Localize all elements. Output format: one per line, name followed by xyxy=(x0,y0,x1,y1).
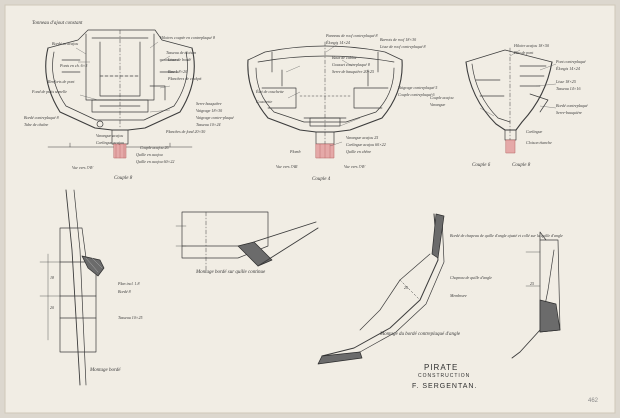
view-direction: Vue vers l'AV xyxy=(344,164,366,169)
note: Hiloires coupée en contreplaqué 8 xyxy=(160,35,216,40)
sheet-number: 462 xyxy=(588,398,599,404)
note: Quille en chêne xyxy=(346,149,372,154)
detail-keel-drawing xyxy=(317,213,561,365)
note: Pont contreplaqué xyxy=(556,59,586,64)
note: Membrure xyxy=(450,293,467,298)
note: Tasseau de cloison xyxy=(166,50,197,55)
dimension: 20 xyxy=(50,305,54,310)
note: Renforts de pont xyxy=(48,79,75,84)
note: Varangue xyxy=(430,102,446,107)
note: Lisse de bordé xyxy=(168,57,192,62)
note: Fond de puits semelle xyxy=(32,89,67,94)
note: Carlingue acajou 60×22 xyxy=(346,142,386,147)
note: Élongis 14×24 xyxy=(326,40,350,45)
note: Étai de couchette xyxy=(256,89,284,94)
note: Bordé 8 xyxy=(118,289,131,294)
note: Tasseau 10×24 xyxy=(196,122,221,127)
note: Couple contreplaqué 6 xyxy=(398,92,435,97)
note: Plomb xyxy=(290,149,301,154)
section-caption: Couple 4 xyxy=(312,177,331,182)
note: Chapeau de quille d'angle xyxy=(450,275,493,280)
dimension: 18 xyxy=(50,275,54,280)
note: Tasseau 10×25 xyxy=(118,315,143,320)
note: Panneau de roof contreplaqué 8 xyxy=(326,33,378,38)
note: Planchers de cockpit xyxy=(168,76,202,81)
note: Carlingue xyxy=(526,129,543,134)
note: Bau de pont xyxy=(514,50,534,55)
note: Baux de cabine xyxy=(332,55,357,60)
note: Varangue acajou xyxy=(96,133,124,138)
note: Couchette xyxy=(256,99,273,104)
note: Hiloire acajou 18×50 xyxy=(514,43,549,48)
paper-edge xyxy=(4,4,616,414)
note: Carlingue acajou xyxy=(96,140,125,145)
note: Ponts en ch. 6×3 xyxy=(60,63,88,68)
note: Lisse 18×25 xyxy=(556,79,576,84)
note: Serre bauquière xyxy=(196,101,222,106)
note: Bordé en acajou xyxy=(52,41,79,46)
note: Vaigrage contreplaqué 5 xyxy=(398,85,438,90)
section-left-drawing xyxy=(45,29,195,148)
note: Gousset contreplaqué 8 xyxy=(332,62,370,67)
dimension: 25 xyxy=(530,281,534,286)
note: Plan incl. 1.8 xyxy=(118,281,140,286)
section-caption: Couple 6 xyxy=(472,163,491,168)
note: Planches de fond 20×50 xyxy=(166,129,206,134)
note: Vaigrage 18×30 xyxy=(196,108,223,113)
view-direction: Vue vers l'AR xyxy=(276,164,298,169)
note: Lisse de roof contreplaqué 8 xyxy=(380,44,426,49)
note: Tasseau 14×16 xyxy=(556,86,581,91)
subtitle: CONSTRUCTION xyxy=(418,373,471,379)
title: PIRATE xyxy=(424,363,459,372)
detail-hull-joint-drawing xyxy=(39,189,105,386)
note: Vaigrage contre-plaqué xyxy=(196,115,234,120)
detail-caption: Montage bordé sur quille continue xyxy=(196,270,266,275)
paper xyxy=(5,5,615,413)
note: Bordé de chapeau de quille d'angle ajust… xyxy=(450,233,563,238)
note: Quille en acajou 60×22 xyxy=(136,159,175,164)
note: Bordé contreplaqué 8 xyxy=(24,115,59,120)
note: Couple acajou 26 xyxy=(140,145,169,150)
note: Tube de chaîne xyxy=(24,122,49,127)
note: Barrots de roof 18×30 xyxy=(380,37,417,42)
note: Bau 1.8×20 xyxy=(168,69,188,74)
note: Serre-bauquière xyxy=(556,110,582,115)
section-caption: Couple 8 xyxy=(114,176,133,181)
note: Couple acajou xyxy=(430,95,454,100)
view-direction: Vue vers l'AV xyxy=(72,165,94,170)
section-left-header: Tonneau d'ajout constant xyxy=(32,21,83,26)
note: Bordé contreplaqué xyxy=(556,103,588,108)
keel-lead-right xyxy=(505,139,516,154)
note: Quille en acajou xyxy=(136,152,163,157)
note: Varangue acajou 25 xyxy=(346,135,379,140)
detail-caption: Montage bordé xyxy=(90,368,121,373)
note: Serre de bauquière 20×25 xyxy=(332,69,375,74)
detail-caption: Montage du bordé contreplaqué d'angle xyxy=(380,332,461,337)
section-caption: Couple 8 xyxy=(512,163,531,168)
dimension: 20 xyxy=(404,285,408,290)
note: Élongis 14×24 xyxy=(556,66,580,71)
author: F. SERGENTAN. xyxy=(412,383,478,390)
section-middle-drawing xyxy=(247,41,403,151)
detail-sheer-drawing xyxy=(175,211,319,271)
note: Cloison étanche xyxy=(526,140,552,145)
